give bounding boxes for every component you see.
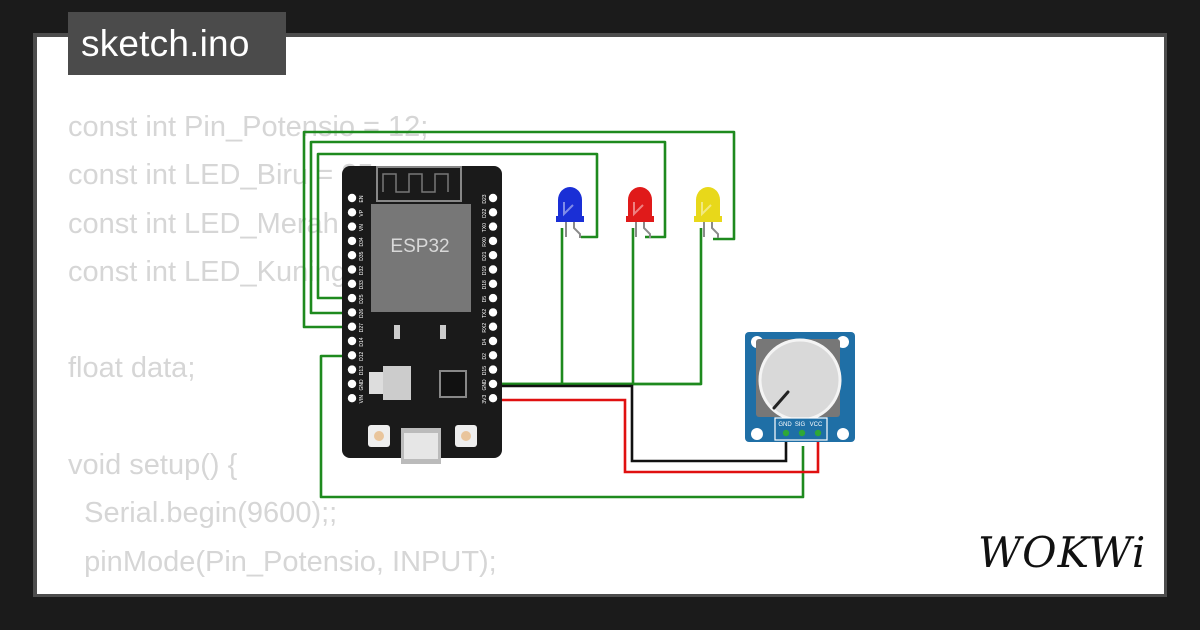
pin-hole[interactable] xyxy=(347,365,357,374)
pin-label: EN xyxy=(359,195,365,202)
potentiometer-knob-indicator xyxy=(772,390,790,410)
svg-text:WOKWi: WOKWi xyxy=(978,528,1146,577)
wire-vcc xyxy=(493,398,820,474)
pin-hole[interactable] xyxy=(347,308,357,317)
pin-hole[interactable] xyxy=(488,322,498,331)
pin-hole[interactable] xyxy=(347,394,357,403)
pin-hole[interactable] xyxy=(488,336,498,346)
wokwi-logo: WOKWi xyxy=(978,528,1146,577)
pin-hole[interactable] xyxy=(488,193,498,203)
pin-hole[interactable] xyxy=(347,379,357,389)
pin-hole[interactable] xyxy=(347,336,357,346)
pot-pin-sig-label: SIG xyxy=(795,422,806,428)
pin-label: VN xyxy=(359,224,365,231)
pin-hole[interactable] xyxy=(347,236,357,246)
pin-hole[interactable] xyxy=(488,251,498,260)
pin-label: 3V3 xyxy=(482,395,488,404)
esp32-board[interactable]: ESP32 ENVPVND34D35D32D33D25D26D27D14D12D… xyxy=(342,166,502,464)
wires-green xyxy=(302,130,805,499)
pin-hole[interactable] xyxy=(347,222,357,231)
pin-hole[interactable] xyxy=(488,208,498,217)
pin-label: D26 xyxy=(359,309,365,318)
pin-hole[interactable] xyxy=(347,208,357,217)
pin-label: D5 xyxy=(482,296,488,303)
pin-label: D27 xyxy=(359,323,365,332)
pin-hole[interactable] xyxy=(488,379,498,389)
pin-label: TX0 xyxy=(482,223,488,232)
code-line: pinMode(Pin_Potensio, INPUT); xyxy=(68,545,497,578)
simulation-canvas: const int Pin_Potensio = 12; const int LE… xyxy=(37,37,1164,594)
pin-hole[interactable] xyxy=(488,279,498,288)
code-line: const int Pin_Potensio = 12; xyxy=(68,111,429,143)
pin-hole[interactable] xyxy=(488,265,498,274)
code-line: const int LED_Biru = 25; xyxy=(68,159,382,192)
pin-label: D34 xyxy=(359,237,365,246)
pin-label: VP xyxy=(359,209,365,216)
pin-label: D25 xyxy=(359,294,365,303)
pin-label: D21 xyxy=(482,251,488,260)
pin-label: VIN xyxy=(359,395,365,404)
pin-hole[interactable] xyxy=(488,308,498,317)
pin-hole[interactable] xyxy=(347,322,357,331)
led-red[interactable] xyxy=(626,187,654,238)
potentiometer[interactable]: GND SIG VCC xyxy=(745,332,855,442)
pin-label: D14 xyxy=(359,337,365,346)
pin-label: D33 xyxy=(359,280,365,289)
pin-label: D2 xyxy=(482,353,488,360)
pin-label: D19 xyxy=(482,266,488,275)
code-line: pinMode(LED_Biru, OUTPUT); xyxy=(68,586,497,595)
pot-pin-vcc-label: VCC xyxy=(810,422,823,428)
code-line: void setup() { xyxy=(68,449,238,482)
pin-label: RX2 xyxy=(482,323,488,333)
pin-hole[interactable] xyxy=(347,351,357,360)
code-line: float data; xyxy=(68,352,196,385)
pin-label: GND xyxy=(359,379,365,391)
led-blue[interactable] xyxy=(556,187,584,238)
pin-label: TX2 xyxy=(482,309,488,318)
pot-pin-gnd-label: GND xyxy=(778,422,792,428)
esp32-chip xyxy=(371,204,471,312)
pin-label: D4 xyxy=(482,339,488,346)
code-line: Serial.begin(9600);; xyxy=(68,497,338,530)
pin-label: D35 xyxy=(359,251,365,260)
pin-label: D22 xyxy=(482,209,488,218)
pin-hole[interactable] xyxy=(488,394,498,403)
led-yellow[interactable] xyxy=(694,187,722,238)
file-tab[interactable]: sketch.ino xyxy=(68,12,286,75)
led-group xyxy=(556,187,722,238)
pin-hole[interactable] xyxy=(488,293,498,303)
pin-hole[interactable] xyxy=(347,293,357,303)
pin-label: D13 xyxy=(359,366,365,375)
pin-hole[interactable] xyxy=(347,251,357,260)
pin-label: D32 xyxy=(359,266,365,275)
pin-label: GND xyxy=(482,379,488,391)
pin-label: RX0 xyxy=(482,237,488,247)
pin-hole[interactable] xyxy=(488,365,498,374)
esp32-chip-label: ESP32 xyxy=(390,236,449,257)
pin-hole[interactable] xyxy=(488,222,498,231)
pin-hole[interactable] xyxy=(488,236,498,246)
pin-hole[interactable] xyxy=(347,193,357,203)
pin-label: D18 xyxy=(482,280,488,289)
wire-gnd xyxy=(493,384,788,463)
pin-label: D23 xyxy=(482,194,488,203)
pin-label: D12 xyxy=(359,352,365,361)
pin-label: D15 xyxy=(482,366,488,375)
pin-hole[interactable] xyxy=(347,265,357,274)
pin-hole[interactable] xyxy=(488,351,498,360)
pin-hole[interactable] xyxy=(347,279,357,288)
